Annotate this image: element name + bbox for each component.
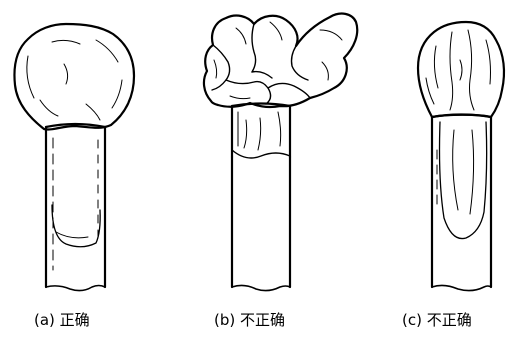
- panel-a-swab: [14, 24, 134, 291]
- panel-b-loose-cotton: [204, 14, 357, 107]
- panel-c-stick: [432, 117, 491, 291]
- panel-b-tube-top: [232, 104, 290, 159]
- panel-b-swab: [204, 14, 357, 291]
- caption-a: (a) 正确: [34, 311, 90, 329]
- caption-b: (b) 不正确: [214, 311, 285, 329]
- caption-c: (c) 不正确: [402, 311, 472, 329]
- panel-c-cotton-head: [418, 22, 504, 117]
- panel-a-stick: [46, 127, 105, 291]
- panel-c-swab: [418, 22, 504, 291]
- panel-b-stick: [232, 157, 290, 291]
- panel-a-cotton-head: [14, 24, 134, 129]
